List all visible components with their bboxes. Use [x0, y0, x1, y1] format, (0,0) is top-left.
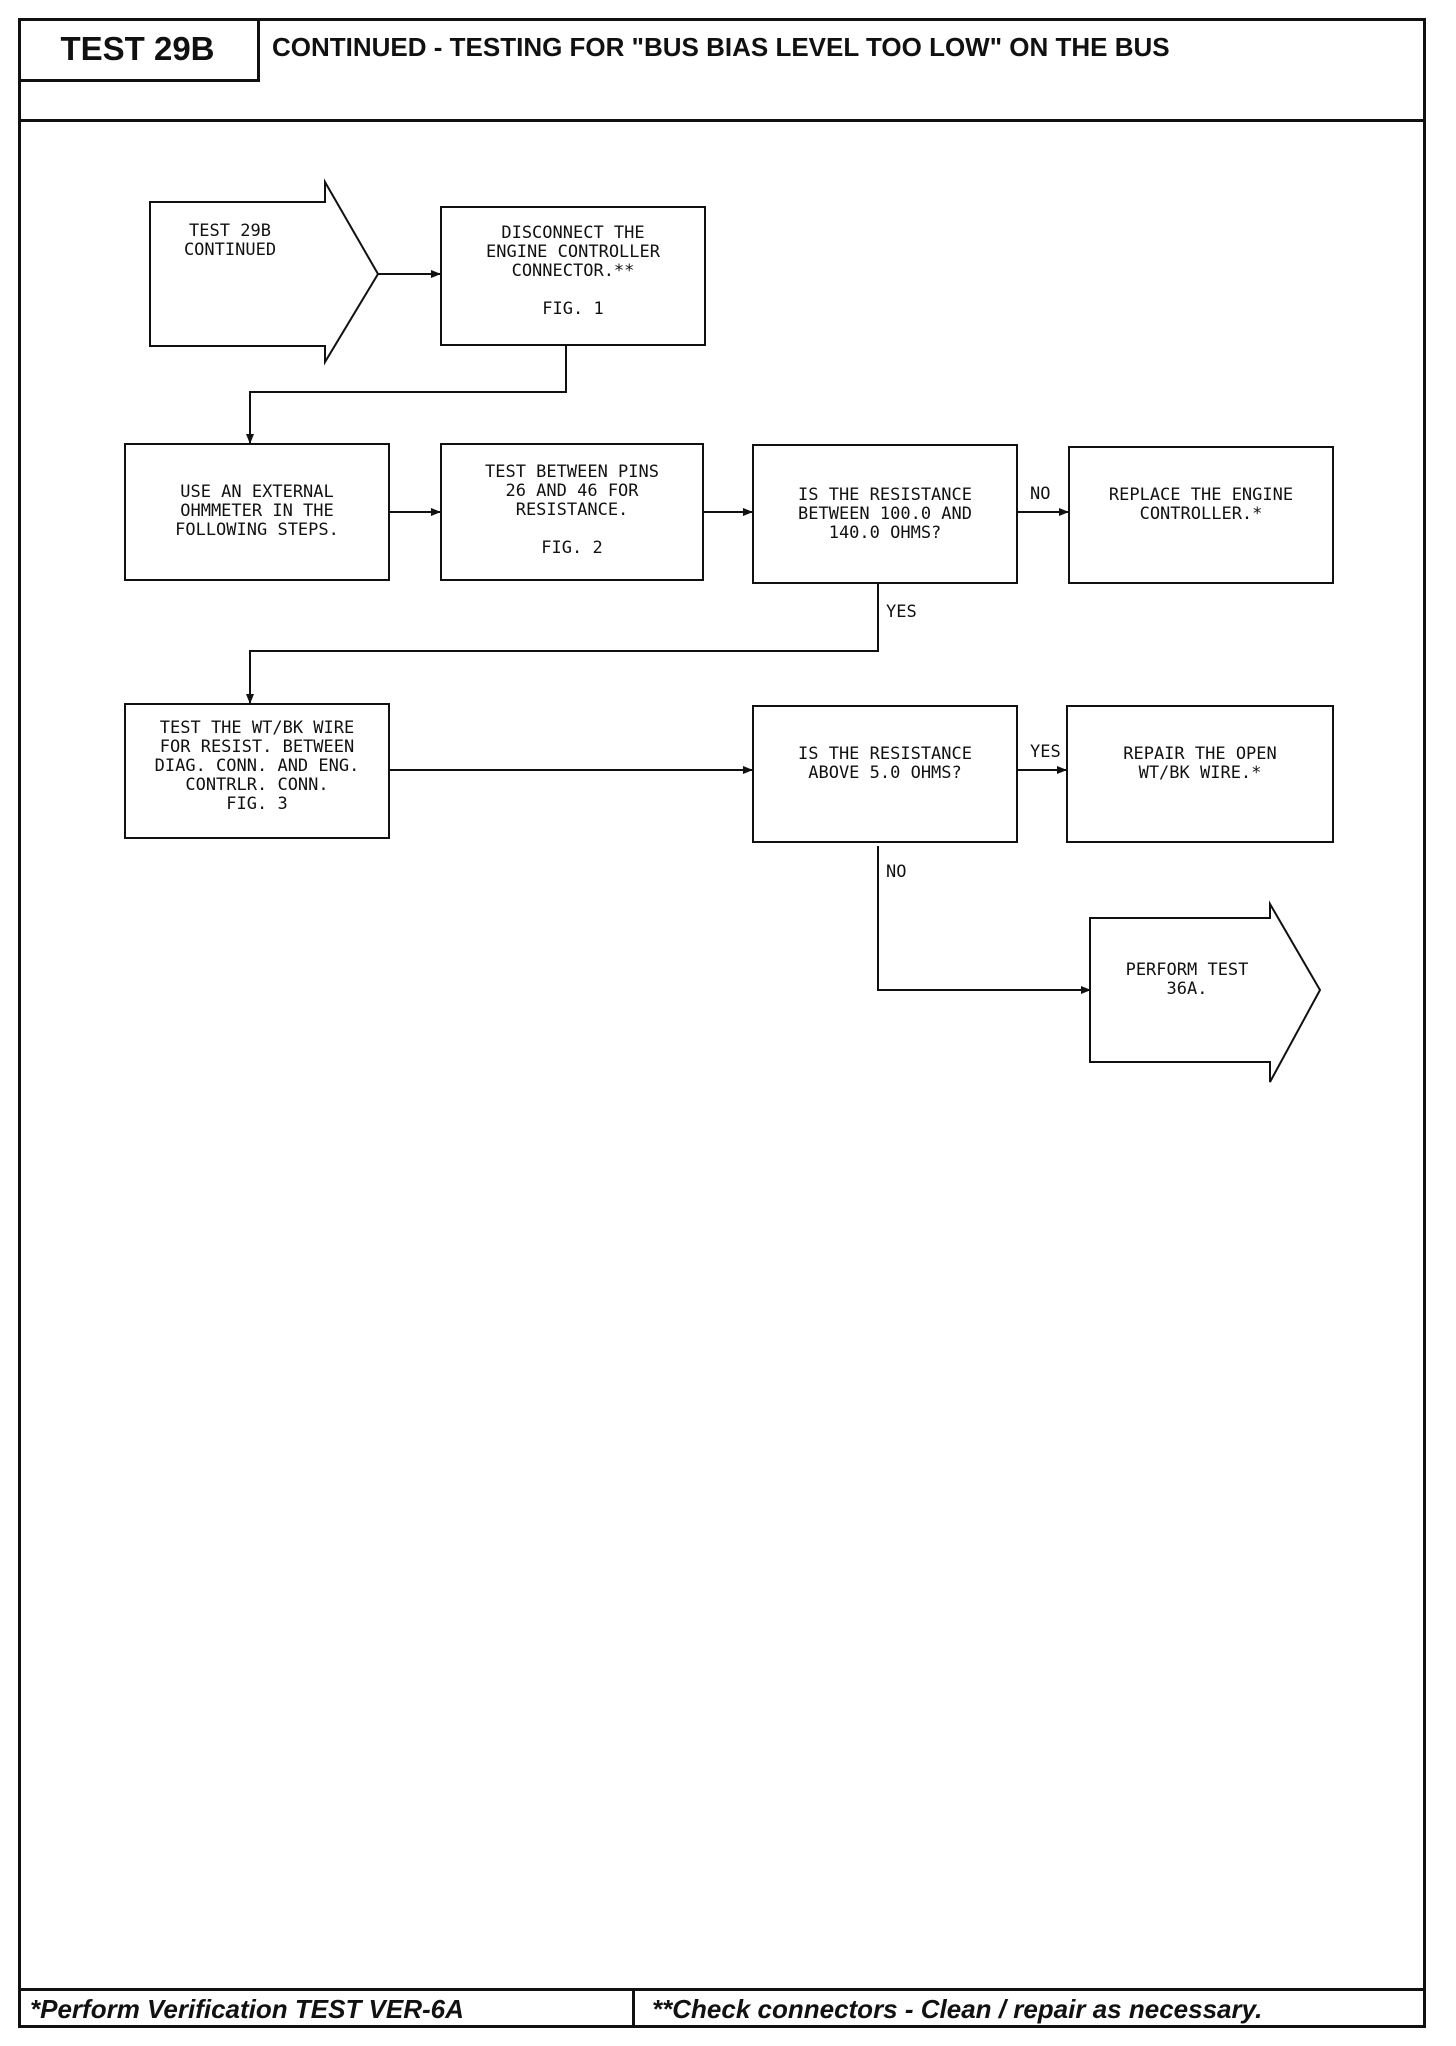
action-replace-controller: REPLACE THE ENGINE CONTROLLER.*: [1068, 446, 1334, 584]
step-ohmmeter-text: USE AN EXTERNAL OHMMETER IN THE FOLLOWIN…: [175, 482, 339, 540]
step-disconnect: DISCONNECT THE ENGINE CONTROLLER CONNECT…: [440, 206, 706, 346]
page-frame: [18, 18, 1426, 2028]
step-test-pins: TEST BETWEEN PINS 26 AND 46 FOR RESISTAN…: [440, 443, 704, 581]
footer-note-connectors: **Check connectors - Clean / repair as n…: [652, 1994, 1263, 2024]
connector-decision1-yes: [246, 584, 879, 704]
label-no-2: NO: [886, 862, 907, 882]
step-test-wire-text: TEST THE WT/BK WIRE FOR RESIST. BETWEEN …: [154, 718, 360, 814]
label-no-1: NO: [1030, 484, 1051, 504]
start-arrow-shape: [149, 178, 380, 366]
connector-disconnect-to-ohmmeter: [246, 344, 567, 444]
step-disconnect-text: DISCONNECT THE ENGINE CONTROLLER CONNECT…: [486, 223, 660, 319]
test-id: TEST 29B: [18, 18, 260, 82]
step-test-wire: TEST THE WT/BK WIRE FOR RESIST. BETWEEN …: [124, 703, 390, 839]
action-repair-wire: REPAIR THE OPEN WT/BK WIRE.*: [1066, 705, 1334, 843]
end-node: PERFORM TEST 36A.: [1125, 960, 1249, 999]
page-title: CONTINUED - TESTING FOR "BUS BIAS LEVEL …: [272, 32, 1170, 62]
decision-resistance-range-text: IS THE RESISTANCE BETWEEN 100.0 AND 140.…: [798, 485, 972, 543]
label-yes-2: YES: [1030, 742, 1061, 762]
decision-resistance-range: IS THE RESISTANCE BETWEEN 100.0 AND 140.…: [752, 444, 1018, 584]
decision-resistance-above-text: IS THE RESISTANCE ABOVE 5.0 OHMS?: [798, 744, 972, 783]
action-repair-wire-text: REPAIR THE OPEN WT/BK WIRE.*: [1123, 744, 1277, 783]
decision-resistance-above: IS THE RESISTANCE ABOVE 5.0 OHMS?: [752, 705, 1018, 843]
step-ohmmeter: USE AN EXTERNAL OHMMETER IN THE FOLLOWIN…: [124, 443, 390, 581]
footer-column-divider: [632, 1988, 635, 2028]
label-yes-1: YES: [886, 602, 917, 622]
footer-divider: [18, 1988, 1426, 1991]
connector-decision2-no: [877, 846, 1091, 994]
start-node: TEST 29B CONTINUED: [183, 221, 277, 260]
header-divider: [18, 119, 1426, 122]
end-arrow-shape: [1089, 900, 1322, 1083]
step-test-pins-text: TEST BETWEEN PINS 26 AND 46 FOR RESISTAN…: [485, 462, 659, 558]
action-replace-controller-text: REPLACE THE ENGINE CONTROLLER.*: [1108, 485, 1294, 524]
footer-note-verification: *Perform Verification TEST VER-6A: [30, 1994, 464, 2024]
